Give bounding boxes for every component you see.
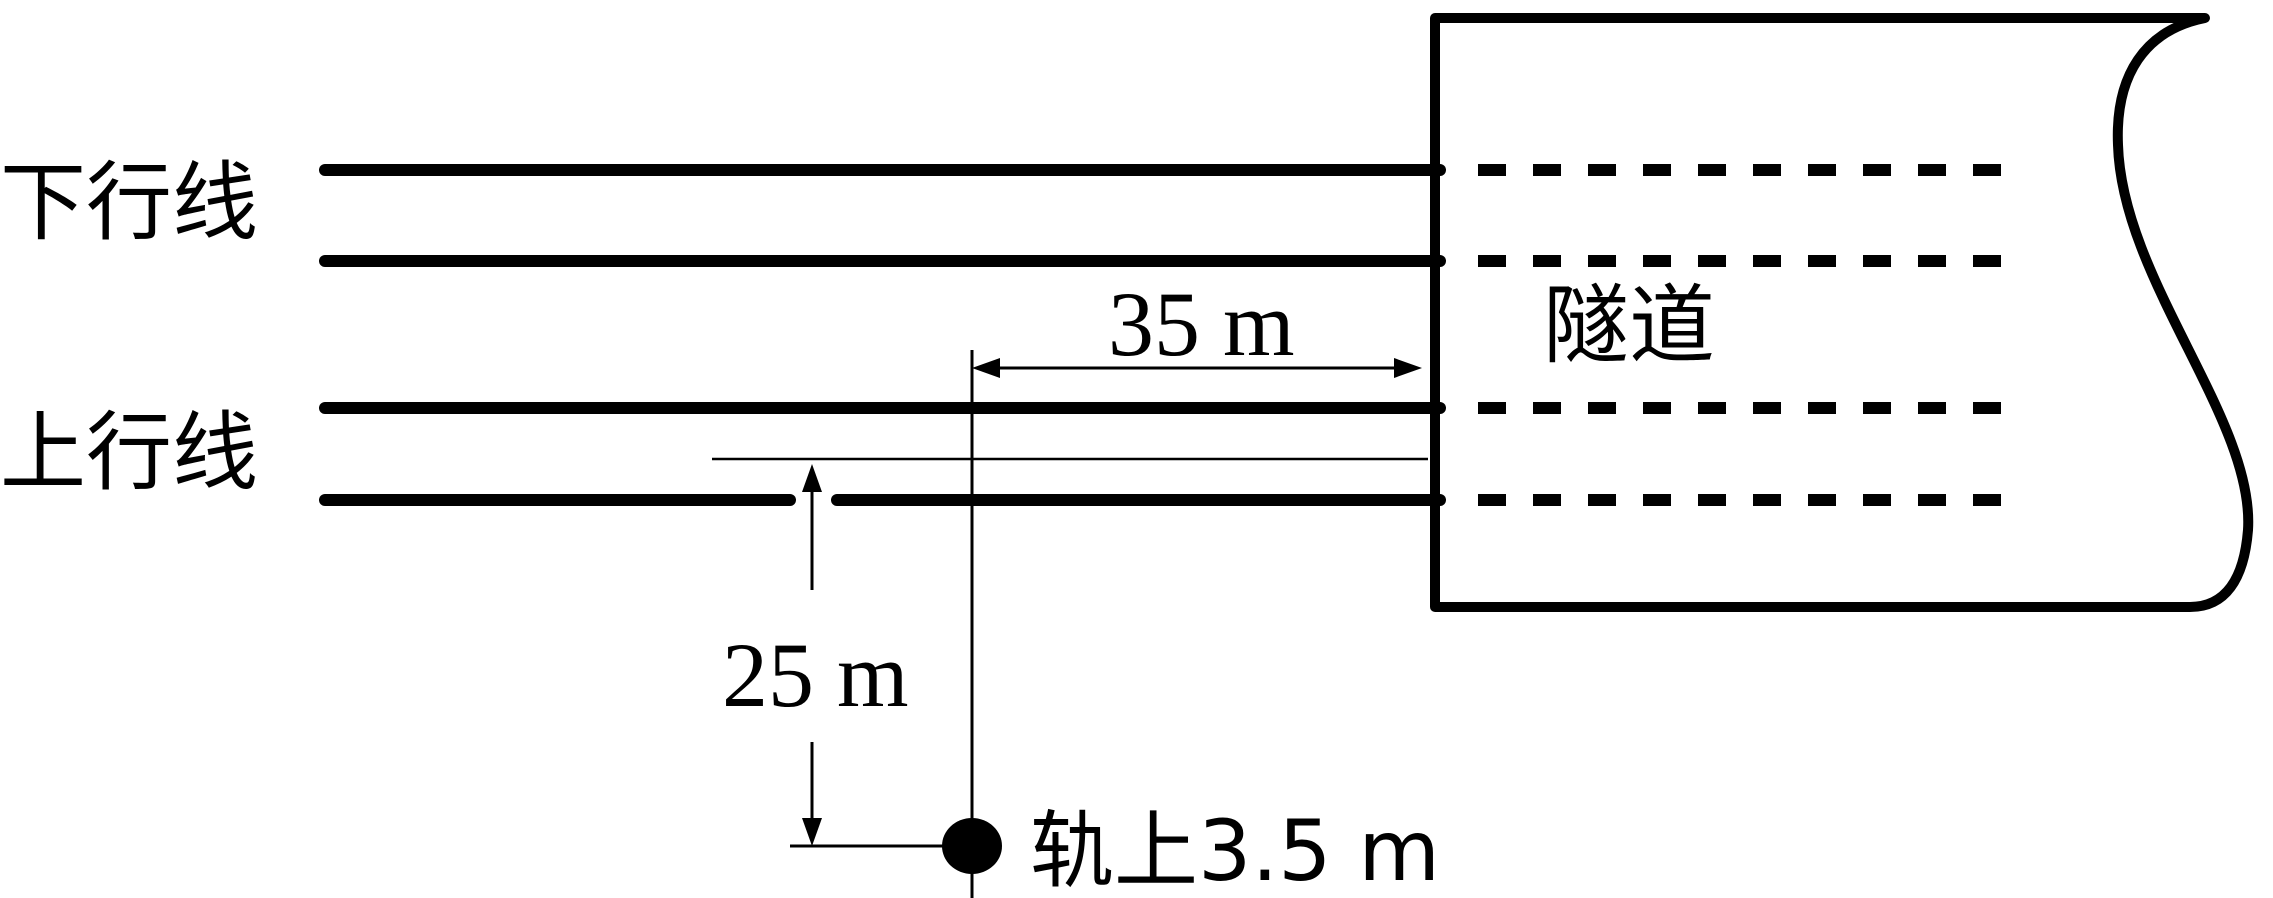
measure-point-label: 轨上3.5 m [1030, 802, 1440, 898]
measure-point-dot [942, 818, 1002, 874]
arrowhead-right-icon [1394, 358, 1422, 378]
arrowhead-up-icon [802, 464, 822, 492]
arrowhead-left-icon [972, 358, 1000, 378]
upline-rails [319, 402, 1446, 506]
arrowhead-down-icon [802, 818, 822, 846]
tunnel-outline [1430, 13, 2254, 612]
dimension-arrow-vertical [802, 464, 822, 846]
downline-label: 下行线 [0, 153, 258, 253]
downline-rails [319, 164, 1446, 267]
upline-label: 上行线 [0, 403, 258, 503]
dimension-arrow-horizontal [972, 358, 1422, 378]
tunnel-label: 隧道 [1543, 276, 1715, 376]
dimension-label-25m: 25 m [722, 624, 909, 726]
dimension-label-35m: 35 m [1108, 273, 1295, 375]
